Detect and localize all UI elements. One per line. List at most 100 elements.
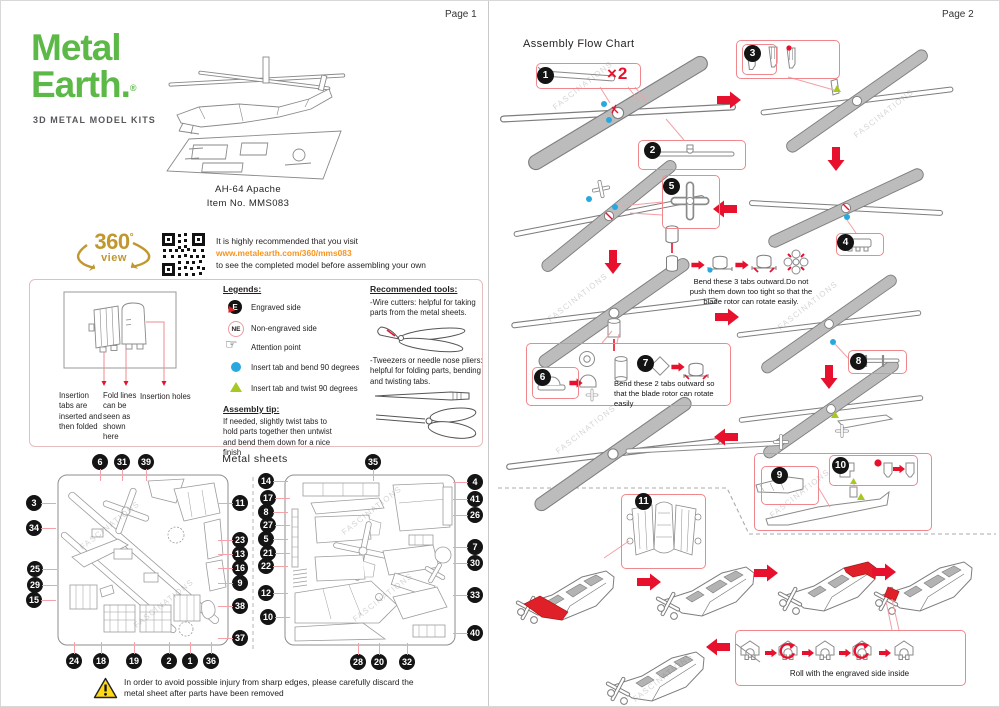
- non-engraved-side-icon: NE: [228, 321, 244, 337]
- attention-hand-icon: ☞: [225, 337, 238, 353]
- sheet-divider-dashed: [252, 477, 254, 649]
- multiplier-x2: ×2: [607, 64, 629, 83]
- product-name: AH-64 Apache: [214, 184, 282, 195]
- sheet-callout: 38: [218, 598, 248, 614]
- promo-line2: to see the completed model before assemb…: [216, 259, 426, 270]
- step9-10-box: [754, 453, 932, 531]
- sheet-callout: 33: [453, 587, 483, 603]
- sheet-callout: 8: [258, 504, 288, 520]
- metal-sheet-1: [57, 474, 229, 646]
- sheet-callout: 13: [218, 546, 248, 562]
- sheet-callout: 5: [258, 531, 288, 547]
- assembly-flow-chart-title: Assembly Flow Chart: [523, 38, 635, 50]
- page2-label: Page 2: [942, 9, 974, 20]
- note-three-tabs: Bend these 3 tabs outward.Do not push th…: [689, 277, 813, 307]
- step-number: 6: [534, 369, 551, 386]
- sheet-callout: 28: [350, 643, 366, 670]
- sheet-callout: 26: [453, 507, 483, 523]
- promo-link: www.metalearth.com/360/mms083: [216, 247, 352, 258]
- needle-nose-pliers-icon: [375, 407, 477, 439]
- info-box: [29, 279, 483, 447]
- assembly-tip-text: If needed, slightly twist tabs to hold p…: [223, 417, 332, 457]
- sheet-callout: 32: [399, 643, 415, 670]
- page1-label: Page 1: [445, 9, 477, 20]
- sheet-callout: 14: [258, 473, 288, 489]
- step11-box: [621, 494, 706, 569]
- step-number: 5: [663, 178, 680, 195]
- step-number: 10: [832, 457, 849, 474]
- product-item-number: Item No. MMS083: [206, 198, 290, 209]
- insert-bend-label: Insert tab and bend 90 degrees: [251, 363, 360, 372]
- step5-box: [662, 175, 720, 229]
- note-roll: Roll with the engraved side inside: [789, 669, 910, 678]
- sheet-callout: 39: [138, 454, 154, 481]
- sheet-callout: 21: [260, 545, 290, 561]
- view-360-badge: 360° view: [94, 229, 134, 264]
- sheet-callout: 16: [218, 560, 248, 576]
- sheet-callout: 3: [26, 495, 56, 511]
- step3-inner-box: [742, 44, 777, 75]
- step-number: 8: [850, 353, 867, 370]
- sheet-callout: 37: [218, 630, 248, 646]
- sheet-callout: 11: [218, 495, 248, 511]
- promo-text: It is highly recommended that you visit …: [216, 236, 484, 271]
- sheet-callout: 7: [453, 539, 483, 555]
- step-number: 2: [644, 142, 661, 159]
- legends-title: Legends:: [223, 284, 262, 294]
- attention-label: Attention point: [251, 343, 301, 352]
- brand-tagline: 3D METAL MODEL KITS: [33, 115, 156, 125]
- step10-inner-box: [829, 455, 918, 486]
- step8-box: [848, 350, 907, 374]
- page-divider: [488, 1, 489, 706]
- sheet-callout: 17: [260, 490, 290, 506]
- step-number: 1: [537, 67, 554, 84]
- sheet-callout: 27: [260, 517, 290, 533]
- sheet-callout: 6: [92, 454, 108, 481]
- sheet-callout: 9: [218, 575, 248, 591]
- sheet-callout: 41: [453, 491, 483, 507]
- warning-text: In order to avoid possible injury from s…: [124, 677, 414, 699]
- sheet-callout: 35: [365, 454, 381, 481]
- sheet-callout: 30: [453, 555, 483, 571]
- assembly-tip-title: Assembly tip:: [223, 404, 280, 414]
- sheet-callout: 18: [93, 642, 109, 669]
- step-number: 11: [635, 493, 652, 510]
- helicopter-hero-art: [166, 56, 346, 180]
- roll-box: [735, 630, 966, 686]
- tweezers-icon: [374, 391, 470, 401]
- sheet-callout: 1: [182, 642, 198, 669]
- step3-box: [736, 40, 840, 79]
- step9-inner-box: [761, 466, 819, 505]
- step6-7-box: [526, 343, 731, 406]
- warning-icon: [93, 677, 118, 699]
- step1-box: [536, 63, 641, 89]
- insert-twist-triangle-icon: [230, 382, 242, 392]
- sheet-callout: 29: [27, 577, 57, 593]
- step-number: 3: [744, 45, 761, 62]
- wire-cutters-icon: [377, 326, 466, 353]
- brand-word-earth: Earth.®: [31, 64, 136, 105]
- insert-bend-dot-icon: [231, 362, 241, 372]
- insert-twist-label: Insert tab and twist 90 degrees: [251, 384, 358, 393]
- insertion-label-tabs: Insertion tabs are inserted and then fol…: [59, 391, 102, 431]
- engraved-side-icon: E: [228, 300, 242, 314]
- engraved-label: Engraved side: [251, 303, 301, 312]
- sheet-callout: 4: [453, 474, 483, 490]
- tweezers-text: -Tweezers or needle nose pliers: helpful…: [370, 356, 483, 386]
- promo-line1: It is highly recommended that you visit: [216, 236, 358, 246]
- tools-title: Recommended tools:: [370, 284, 458, 294]
- sheet-callout: 25: [27, 561, 57, 577]
- sheet-callout: 31: [114, 454, 130, 481]
- sheet-callout: 34: [26, 520, 56, 536]
- step-number: 4: [837, 234, 854, 251]
- step4-box: [836, 233, 884, 256]
- sheet-callout: 19: [126, 642, 142, 669]
- step-number: 9: [771, 467, 788, 484]
- sheet-callout: 40: [453, 625, 483, 641]
- brand-word-metal: Metal: [31, 27, 122, 68]
- sheet-callout: 24: [66, 642, 82, 669]
- non-engraved-label: Non-engraved side: [251, 324, 317, 333]
- sheet-callout: 20: [371, 643, 387, 670]
- step-number: 7: [637, 355, 654, 372]
